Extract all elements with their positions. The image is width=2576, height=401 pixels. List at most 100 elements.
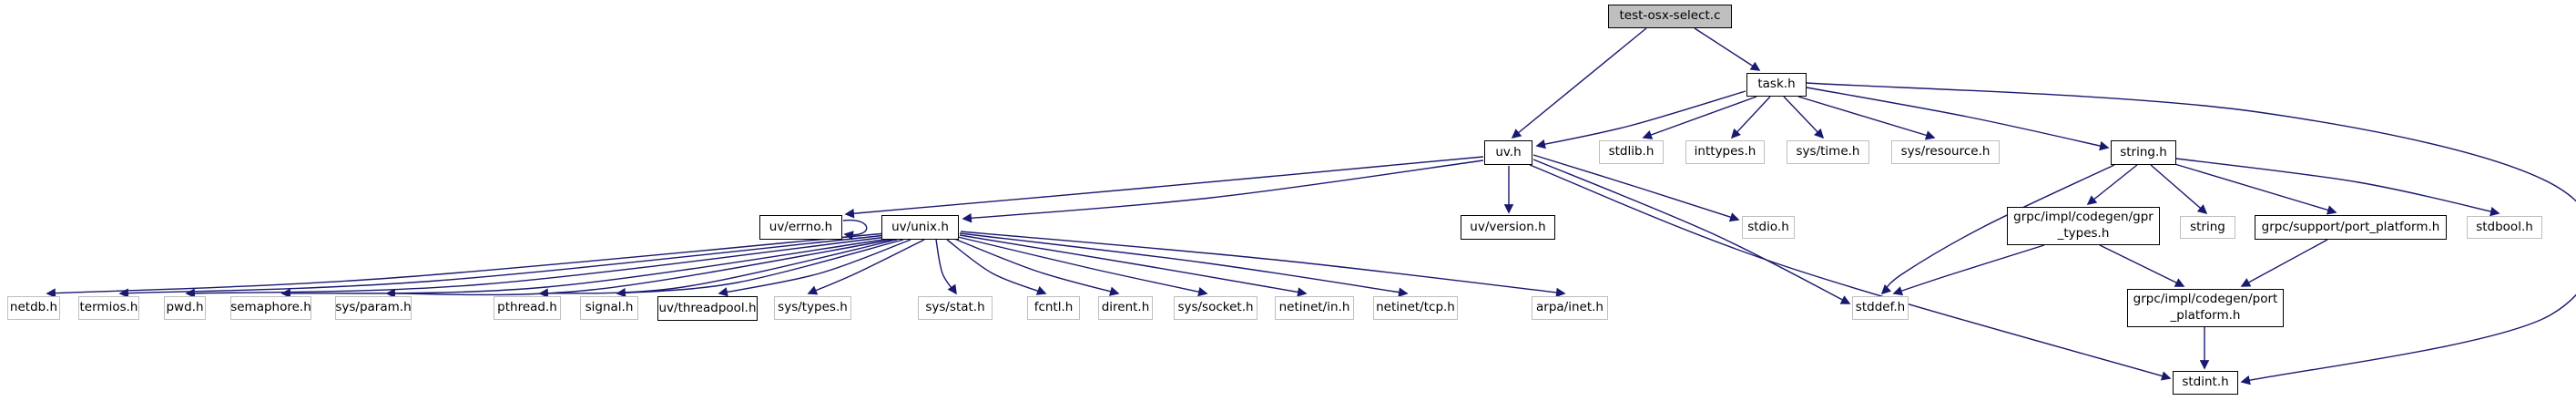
edge-uv-unix-h-to-termios-h (118, 234, 888, 298)
edge-support-pp-to-impl-pp (2240, 239, 2328, 287)
graph-node-sys-time-h: sys/time.h (1787, 140, 1869, 164)
edge-task-h-to-stdlib-h (1642, 96, 1757, 139)
graph-node-label: dirent.h (1101, 300, 1150, 315)
graph-node-netinet-tcp-h: netinet/tcp.h (1373, 296, 1458, 320)
graph-node-test-osx-select-c[interactable]: test-osx-select.c (1608, 5, 1732, 28)
edge-task-h-to-stdint-h (1806, 82, 2576, 386)
edge-task-h-to-sys-resource-h (1797, 96, 1936, 140)
graph-node-label: uv/unix.h (891, 219, 949, 234)
graph-node-netdb-h: netdb.h (7, 296, 60, 320)
edge-uv-unix-h-to-signal-h (616, 239, 904, 298)
edge-test-osx-select-c-to-task-h (1694, 27, 1761, 71)
graph-node-label: grpc/support/port_platform.h (2261, 219, 2440, 234)
graph-node-label: stdint.h (2182, 375, 2229, 390)
graph-node-label: grpc/impl/codegen/gpr _types.h (2013, 210, 2153, 241)
graph-node-sys-param-h: sys/param.h (335, 296, 412, 320)
graph-node-string-h[interactable]: string.h (2111, 140, 2176, 165)
graph-node-label: sys/param.h (335, 300, 412, 315)
edge-uv-unix-h-to-semaphore-h (280, 238, 891, 299)
graph-node-label: stdbool.h (2476, 219, 2533, 234)
graph-node-label: uv/version.h (1470, 219, 1546, 234)
edge-uv-unix-h-to-netinet-tcp-h (959, 232, 1409, 297)
graph-node-label: grpc/impl/codegen/port _platform.h (2133, 292, 2278, 323)
graph-node-pwd-h: pwd.h (164, 296, 206, 320)
edge-test-osx-select-c-to-uv-h (1511, 27, 1647, 139)
graph-node-label: sys/time.h (1796, 144, 1860, 159)
graph-node-label: sys/resource.h (1900, 144, 1991, 159)
graph-node-uv-h[interactable]: uv.h (1484, 140, 1532, 165)
graph-node-label: test-osx-select.c (1619, 8, 1721, 24)
graph-node-termios-h: termios.h (78, 296, 139, 320)
edge-uv-errno-h-to-uv-errno-h (842, 219, 868, 241)
edge-uv-unix-h-to-sys-types-h (807, 239, 925, 295)
graph-node-label: string (2190, 219, 2225, 234)
edge-uv-h-to-uv-unix-h (962, 159, 1484, 223)
edge-uv-unix-h-to-dirent-h (953, 238, 1120, 296)
graph-node-label: uv.h (1495, 144, 1522, 159)
graph-node-stdlib-h: stdlib.h (1599, 140, 1664, 164)
graph-node-netinet-in-h: netinet/in.h (1275, 296, 1354, 320)
edge-uv-h-to-stddef-h (1532, 159, 1851, 304)
graph-node-signal-h: signal.h (580, 296, 638, 320)
edge-task-h-to-inttypes-h (1730, 96, 1771, 139)
graph-node-label: netdb.h (9, 300, 58, 315)
graph-node-label: uv/threadpool.h (658, 300, 757, 315)
graph-node-stdint-h[interactable]: stdint.h (2173, 371, 2238, 395)
edge-uv-unix-h-to-pwd-h (185, 236, 889, 298)
edge-uv-h-to-stdio-h (1532, 154, 1740, 222)
graph-node-label: netinet/tcp.h (1376, 300, 1455, 315)
edge-task-h-to-uv-h (1535, 90, 1746, 149)
graph-node-fcntl-h: fcntl.h (1027, 296, 1080, 320)
edge-uv-unix-h-to-uv-threadpool-h (718, 239, 911, 297)
edge-uv-h-to-stdint-h (1529, 164, 2172, 381)
graph-node-sys-resource-h: sys/resource.h (1891, 140, 2000, 164)
graph-node-uv-version-h[interactable]: uv/version.h (1461, 215, 1555, 240)
graph-node-label: sys/stat.h (925, 300, 985, 315)
graph-node-label: sys/socket.h (1177, 300, 1254, 315)
graph-node-label: stddef.h (1855, 300, 1906, 315)
graph-node-stddef-h: stddef.h (1852, 296, 1909, 320)
graph-node-label: task.h (1757, 77, 1796, 92)
graph-node-label: netinet/in.h (1278, 300, 1350, 315)
graph-node-string: string (2180, 216, 2235, 239)
edge-string-h-to-gpr-types (2086, 164, 2138, 205)
edge-uv-unix-h-to-pthread-h (538, 239, 898, 298)
edge-uv-unix-h-to-netinet-in-h (959, 234, 1308, 297)
edge-task-h-to-sys-time-h (1783, 96, 1825, 139)
graph-node-impl-pp[interactable]: grpc/impl/codegen/port _platform.h (2127, 289, 2284, 327)
graph-node-uv-errno-h[interactable]: uv/errno.h (759, 215, 842, 240)
graph-node-task-h[interactable]: task.h (1746, 73, 1807, 97)
graph-node-semaphore-h: semaphore.h (230, 296, 311, 320)
graph-node-support-pp[interactable]: grpc/support/port_platform.h (2255, 215, 2447, 240)
graph-node-inttypes-h: inttypes.h (1685, 140, 1765, 164)
graph-node-label: sys/types.h (778, 300, 848, 315)
edge-string-h-to-stdbool-h (2175, 158, 2500, 217)
graph-node-gpr-types[interactable]: grpc/impl/codegen/gpr _types.h (2007, 207, 2160, 245)
graph-node-uv-unix-h[interactable]: uv/unix.h (881, 215, 959, 240)
edge-string-h-to-support-pp (2171, 162, 2337, 215)
edge-uv-unix-h-to-netdb-h (46, 232, 887, 298)
graph-node-stdio-h: stdio.h (1742, 216, 1795, 239)
edge-string-h-to-stddef-h (1880, 164, 2115, 295)
graph-node-sys-socket-h: sys/socket.h (1174, 296, 1257, 320)
graph-node-label: semaphore.h (230, 300, 311, 315)
graph-node-label: arpa/inet.h (1536, 300, 1604, 315)
graph-node-label: string.h (2120, 144, 2167, 159)
graph-node-label: stdio.h (1747, 219, 1789, 234)
edge-uv-h-to-uv-errno-h (844, 156, 1484, 219)
graph-node-pthread-h: pthread.h (494, 296, 561, 320)
graph-node-sys-stat-h: sys/stat.h (918, 296, 993, 320)
graph-node-label: inttypes.h (1694, 144, 1756, 159)
edge-uv-unix-h-to-arpa-inet-h (960, 231, 1566, 298)
graph-node-sys-types-h: sys/types.h (774, 296, 851, 320)
edge-gpr-types-to-impl-pp (2099, 244, 2185, 287)
edge-string-h-to-string (2150, 164, 2208, 215)
graph-node-arpa-inet-h: arpa/inet.h (1532, 296, 1608, 320)
graph-node-label: signal.h (585, 300, 634, 315)
graph-node-label: fcntl.h (1033, 300, 1074, 315)
graph-node-label: pwd.h (166, 300, 204, 315)
edge-uv-unix-h-to-sys-param-h (385, 239, 893, 299)
graph-node-uv-threadpool-h[interactable]: uv/threadpool.h (657, 296, 758, 321)
